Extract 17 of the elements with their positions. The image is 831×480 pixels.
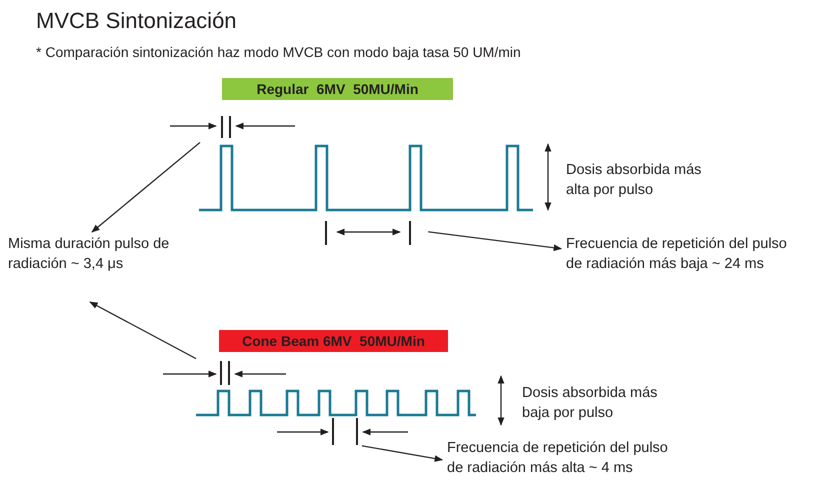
subtitle-note: * Comparación sintonización haz modo MVCB con modo baja tasa 50 UM/min	[36, 43, 521, 62]
leader-arrow	[91, 142, 200, 233]
tick-marker	[221, 116, 231, 138]
annotation-text: Frecuencia de repetición del pulso de radiación más alta ~ 4 ms	[447, 438, 687, 480]
diagram-title: MVCB Sintonización	[36, 7, 237, 35]
leader-arrow	[428, 231, 562, 252]
annotation-text: Frecuencia de repetición del pulso de radiación más baja ~ 24 ms	[566, 234, 806, 276]
annotation-text: Misma duración pulso de radiación ~ 3,4 μs	[8, 234, 208, 274]
dose-label: Dosis absorbida más baja por pulso	[522, 384, 658, 423]
tick-marker	[332, 418, 358, 445]
dose-label: Dosis absorbida más alta por pulso	[566, 161, 702, 200]
tick-marker	[220, 361, 230, 385]
leader-arrow	[362, 445, 444, 462]
tick-marker	[325, 221, 411, 245]
mode-label-band: Regular 6MV 50MU/Min	[222, 78, 453, 100]
mode-label-band: Cone Beam 6MV 50MU/Min	[219, 330, 448, 352]
leader-arrow	[89, 301, 196, 360]
